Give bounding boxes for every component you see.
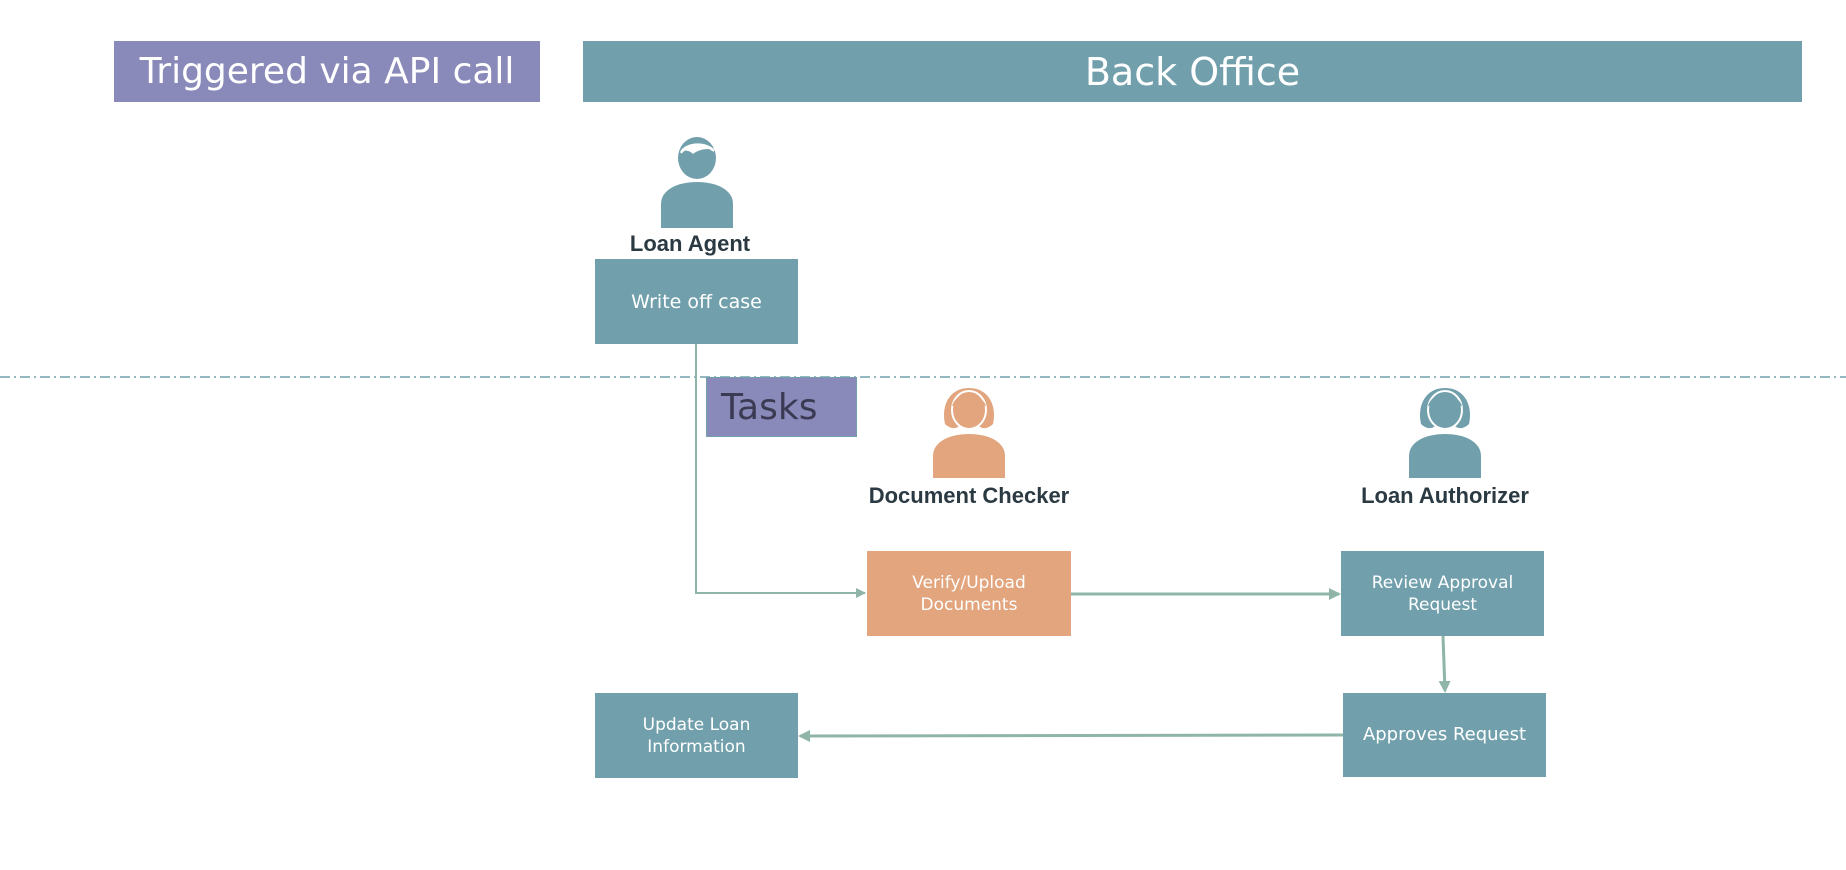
connector-writeoff-to-verify xyxy=(695,344,866,598)
connector-approves-to-update xyxy=(798,729,1344,742)
step-verify-upload-documents: Verify/Upload Documents xyxy=(867,551,1071,636)
step-update-loan-information: Update Loan Information xyxy=(595,693,798,778)
role-label-document-checker: Document Checker xyxy=(868,483,1070,508)
female-person-icon xyxy=(933,388,1005,478)
api-trigger-banner: Triggered via API call xyxy=(114,41,540,102)
step-review-approval-request: Review Approval Request xyxy=(1341,551,1544,636)
tasks-section-label: Tasks xyxy=(706,377,857,437)
female-person-icon xyxy=(1409,388,1481,478)
step-approves-request: Approves Request xyxy=(1343,693,1546,777)
back-office-banner: Back Office xyxy=(583,41,1802,102)
connector-review-to-approves xyxy=(1438,635,1451,693)
step-write-off-case: Write off case xyxy=(595,259,798,344)
role-label-loan-authorizer: Loan Authorizer xyxy=(1361,483,1529,508)
role-label-loan-agent: Loan Agent xyxy=(629,231,751,256)
male-person-icon xyxy=(661,137,733,228)
